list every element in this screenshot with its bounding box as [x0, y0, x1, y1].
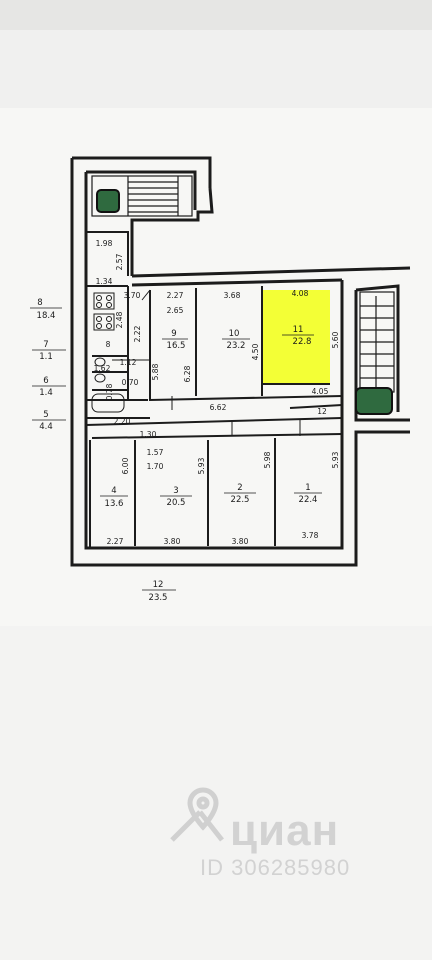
room-10-area: 23.2: [227, 341, 246, 351]
room-3-num: 3: [173, 486, 178, 496]
room-1-area: 22.4: [299, 495, 318, 505]
brand-mark: [170, 810, 224, 842]
staircase-right: [359, 291, 395, 393]
watermark-brand: циан: [230, 806, 340, 855]
dim: 12: [317, 407, 327, 416]
room-11-area: 22.8: [293, 337, 312, 347]
dimension-labels: 1.98 2.57 1.34 3.70 2.27 2.65 3.68 4.08 …: [94, 239, 340, 546]
dim: 5.60: [331, 331, 340, 348]
grey-strip: [0, 30, 432, 108]
location-pin-icon: [187, 787, 219, 831]
dim: 5.93: [197, 457, 206, 474]
dim: 3.80: [232, 537, 249, 546]
dim: 2.20: [114, 417, 131, 426]
dim: 2.27: [167, 291, 184, 300]
dim: 2.22: [133, 325, 142, 342]
total-label: 12 23.5: [142, 580, 176, 603]
column-green-top: [96, 189, 120, 213]
dim: 5.93: [331, 451, 340, 468]
dim: 2.48: [115, 311, 124, 328]
dim: 3.80: [164, 537, 181, 546]
room-2-area: 22.5: [231, 495, 250, 505]
dim: 4.50: [251, 343, 260, 360]
room-2-num: 2: [237, 483, 242, 493]
dim: 0.70: [122, 378, 139, 387]
dim: 6.00: [121, 457, 130, 474]
dim: 3.68: [224, 291, 241, 300]
legend-area-6: 1.4: [39, 388, 53, 398]
legend-num-6: 6: [43, 376, 48, 386]
legend-area-8: 18.4: [37, 311, 56, 321]
dim: 6.28: [183, 365, 192, 382]
dim: 0.78: [105, 383, 114, 400]
dim: 1.62: [94, 364, 111, 373]
legend-num-8: 8: [37, 298, 42, 308]
legend-num-5: 5: [43, 410, 48, 420]
empty-area: [0, 626, 432, 960]
dim: 2.27: [107, 537, 124, 546]
room-1-num: 1: [305, 483, 310, 493]
room-11-highlight: [262, 290, 330, 384]
room-10-num: 10: [229, 329, 240, 339]
staircase-top: [91, 175, 193, 217]
legend: 8 18.4 7 1.1 6 1.4 5 4.4: [30, 298, 66, 432]
dim: 1.30: [140, 430, 157, 439]
watermark-id: ID 306285980: [200, 855, 351, 880]
legend-area-7: 1.1: [39, 352, 53, 362]
dim: 4.08: [292, 289, 309, 298]
room-9-area: 16.5: [167, 341, 186, 351]
dim: 5.88: [151, 363, 160, 380]
dim: 1.12: [120, 358, 137, 367]
door-marks: [112, 289, 301, 436]
dim: 1.70: [147, 462, 164, 471]
legend-num-7: 7: [43, 340, 48, 350]
total-area: 23.5: [149, 593, 168, 603]
dim: 6.62: [210, 403, 227, 412]
stove-icon: [93, 292, 115, 331]
room-9-num: 9: [171, 329, 176, 339]
total-num: 12: [153, 580, 164, 590]
room-4-num: 4: [111, 486, 116, 496]
dim: 3.70: [124, 291, 141, 300]
bath-icon: [91, 357, 125, 413]
room-4-area: 13.6: [105, 499, 124, 509]
dim: 1.98: [96, 239, 113, 248]
dim: 2.65: [167, 306, 184, 315]
top-band: [0, 0, 432, 30]
room-labels: 9 16.5 10 23.2 11 22.8 4 13.6 3 20.5 2 2…: [100, 325, 322, 509]
dim: 3.78: [302, 531, 319, 540]
dim: 4.05: [312, 387, 329, 396]
dim: 2.57: [115, 253, 124, 270]
room-11-num: 11: [293, 325, 304, 335]
dim: 5.98: [263, 451, 272, 468]
dim: 1.57: [147, 448, 164, 457]
column-green-right: [355, 387, 393, 415]
legend-area-5: 4.4: [39, 422, 53, 432]
dim: 8: [106, 340, 111, 349]
dim: 1.34: [96, 277, 113, 286]
room-3-area: 20.5: [167, 498, 186, 508]
